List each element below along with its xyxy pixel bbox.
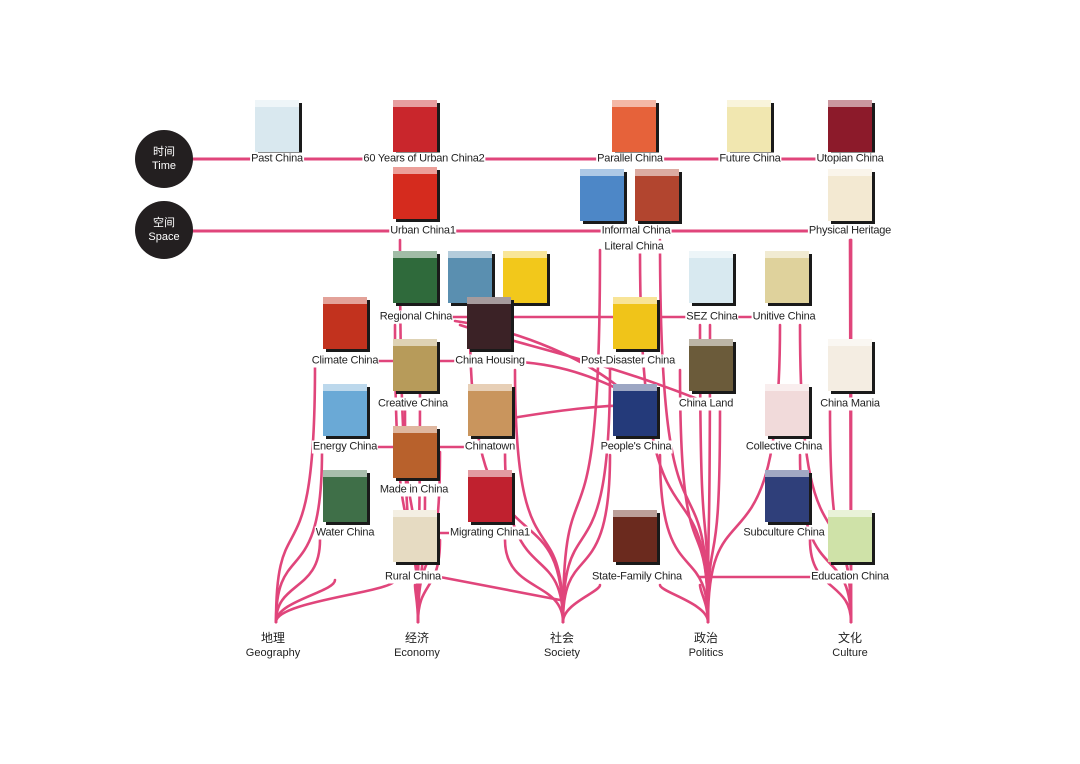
label-statefamily[interactable]: State-Family China bbox=[591, 570, 683, 584]
cover-housing[interactable] bbox=[467, 297, 511, 349]
category-geography: 地理 Geography bbox=[246, 631, 300, 661]
society-link bbox=[561, 453, 612, 624]
politics-link bbox=[678, 368, 710, 624]
hub-space-cn: 空间 bbox=[153, 217, 175, 229]
cover-postdisaster[interactable] bbox=[613, 297, 657, 349]
cover-informal[interactable] bbox=[580, 169, 624, 221]
category-society-cn: 社会 bbox=[549, 631, 575, 645]
category-politics-cn: 政治 bbox=[693, 631, 718, 645]
label-informal[interactable]: Informal China bbox=[600, 224, 672, 238]
cover-future[interactable] bbox=[727, 100, 771, 152]
label-education[interactable]: Education China bbox=[810, 570, 890, 584]
category-economy-en: Economy bbox=[394, 647, 440, 659]
label-chinatown[interactable]: Chinatown bbox=[463, 440, 517, 454]
society-link bbox=[513, 368, 565, 624]
society-link bbox=[561, 248, 602, 624]
hub-time: 时间 Time bbox=[135, 130, 193, 188]
category-economy: 经济 Economy bbox=[394, 631, 440, 661]
cover-mania[interactable] bbox=[828, 339, 872, 391]
culture-link bbox=[808, 538, 853, 624]
cover-regional[interactable] bbox=[393, 251, 437, 303]
category-politics: 政治 Politics bbox=[689, 631, 724, 661]
geography-link bbox=[274, 578, 397, 624]
cover-urban1[interactable] bbox=[393, 167, 437, 219]
label-past[interactable]: Past China bbox=[250, 152, 304, 166]
label-mania[interactable]: China Mania bbox=[819, 397, 881, 411]
label-literal[interactable]: Literal China bbox=[603, 240, 665, 254]
cover-past[interactable] bbox=[255, 100, 299, 152]
society-link bbox=[503, 538, 565, 624]
economy-link bbox=[413, 583, 420, 624]
category-culture: 文化 Culture bbox=[832, 631, 867, 661]
label-peoples[interactable]: People's China bbox=[599, 440, 673, 454]
category-society-en: Society bbox=[543, 647, 581, 659]
label-climate[interactable]: Climate China bbox=[310, 354, 380, 368]
politics-link bbox=[658, 583, 710, 624]
label-subculture[interactable]: Subculture China bbox=[742, 526, 826, 540]
cover-creative[interactable] bbox=[393, 339, 437, 391]
cover-utopian[interactable] bbox=[828, 100, 872, 152]
label-migrating[interactable]: Migrating China1 bbox=[449, 526, 531, 540]
cover-sixty[interactable] bbox=[393, 100, 437, 152]
label-unitive[interactable]: Unitive China bbox=[751, 310, 817, 324]
label-heritage[interactable]: Physical Heritage bbox=[807, 224, 893, 238]
cover-collective[interactable] bbox=[765, 384, 809, 436]
geography-link bbox=[274, 538, 322, 624]
category-politics-en: Politics bbox=[688, 647, 724, 659]
hub-time-cn: 时间 bbox=[153, 146, 175, 158]
hub-space: 空间 Space bbox=[135, 201, 193, 259]
label-collective[interactable]: Collective China bbox=[744, 440, 824, 454]
label-creative[interactable]: Creative China bbox=[377, 397, 449, 411]
cover-sez[interactable] bbox=[689, 251, 733, 303]
geography-link bbox=[274, 450, 324, 624]
cover-rural[interactable] bbox=[393, 510, 437, 562]
label-regional[interactable]: Regional China bbox=[378, 310, 454, 324]
label-madein[interactable]: Made in China bbox=[378, 483, 450, 497]
category-economy-cn: 经济 bbox=[404, 631, 430, 645]
politics-link bbox=[706, 323, 712, 624]
label-urban1[interactable]: Urban China1 bbox=[389, 224, 457, 238]
cover-madein[interactable] bbox=[393, 426, 437, 478]
label-sixty[interactable]: 60 Years of Urban China2 bbox=[362, 152, 486, 166]
cover-migrating[interactable] bbox=[468, 470, 512, 522]
cover-cluster-b[interactable] bbox=[503, 251, 547, 303]
category-society: 社会 Society bbox=[544, 631, 580, 661]
label-sez[interactable]: SEZ China bbox=[685, 310, 739, 324]
label-land[interactable]: China Land bbox=[677, 397, 735, 411]
hub-space-en: Space bbox=[148, 231, 180, 243]
category-geography-en: Geography bbox=[245, 647, 301, 659]
category-culture-en: Culture bbox=[832, 647, 868, 659]
label-utopian[interactable]: Utopian China bbox=[815, 152, 885, 166]
cover-literal[interactable] bbox=[635, 169, 679, 221]
cover-peoples[interactable] bbox=[613, 384, 657, 436]
row-line bbox=[438, 575, 562, 602]
cover-statefamily[interactable] bbox=[613, 510, 657, 562]
cover-unitive[interactable] bbox=[765, 251, 809, 303]
society-link bbox=[561, 583, 602, 624]
category-geography-cn: 地理 bbox=[260, 631, 285, 645]
cover-chinatown[interactable] bbox=[468, 384, 512, 436]
cover-parallel[interactable] bbox=[612, 100, 656, 152]
label-energy[interactable]: Energy China bbox=[311, 440, 379, 454]
label-rural[interactable]: Rural China bbox=[384, 570, 442, 584]
label-future[interactable]: Future China bbox=[718, 152, 782, 166]
cover-cluster-a[interactable] bbox=[448, 251, 492, 303]
cover-water[interactable] bbox=[323, 470, 367, 522]
cover-land[interactable] bbox=[689, 339, 733, 391]
cover-energy[interactable] bbox=[323, 384, 367, 436]
hub-time-en: Time bbox=[151, 160, 177, 172]
label-water[interactable]: Water China bbox=[314, 526, 376, 540]
cover-education[interactable] bbox=[828, 510, 872, 562]
politics-link bbox=[658, 453, 710, 624]
label-parallel[interactable]: Parallel China bbox=[596, 152, 664, 166]
category-culture-cn: 文化 bbox=[837, 631, 862, 645]
cover-heritage[interactable] bbox=[828, 169, 872, 221]
cover-climate[interactable] bbox=[323, 297, 367, 349]
cover-subculture[interactable] bbox=[765, 470, 809, 522]
label-housing[interactable]: China Housing bbox=[454, 354, 526, 368]
label-postdisaster[interactable]: Post-Disaster China bbox=[579, 354, 677, 368]
